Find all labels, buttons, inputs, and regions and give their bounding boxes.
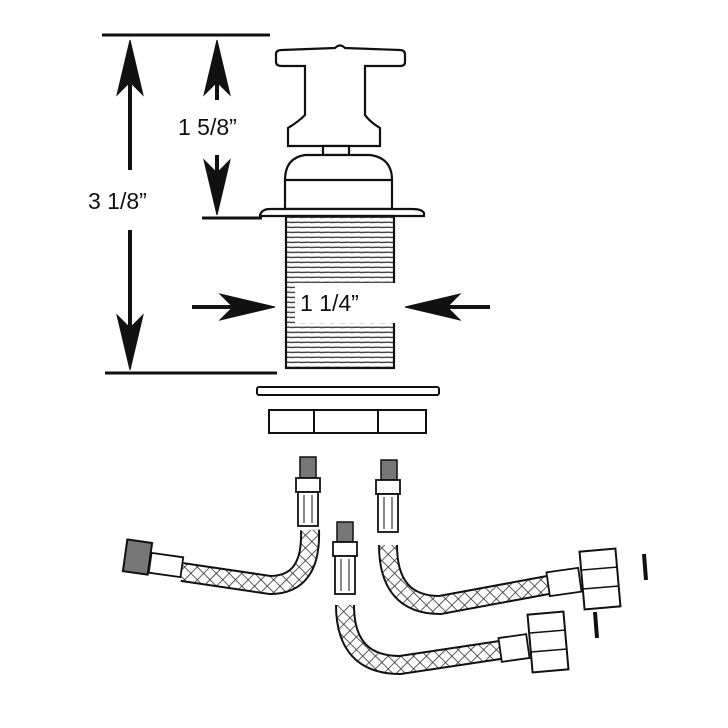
dimension-body-diameter-label: 1 1/4” — [300, 290, 359, 316]
washer — [256, 386, 440, 396]
valve-handle — [274, 44, 407, 157]
supply-hose-left — [121, 456, 321, 596]
threaded-body — [284, 214, 397, 370]
supply-hose-lower-right — [332, 521, 570, 676]
supply-hose-upper-right — [375, 459, 622, 616]
valve-bonnet — [258, 153, 426, 218]
dimension-overall-height-label: 3 1/8” — [88, 188, 147, 214]
dimension-lines — [102, 33, 490, 375]
gasket-marks — [593, 553, 648, 639]
lock-nut — [268, 409, 427, 434]
dimension-handle-height-label: 1 5/8” — [178, 114, 237, 140]
